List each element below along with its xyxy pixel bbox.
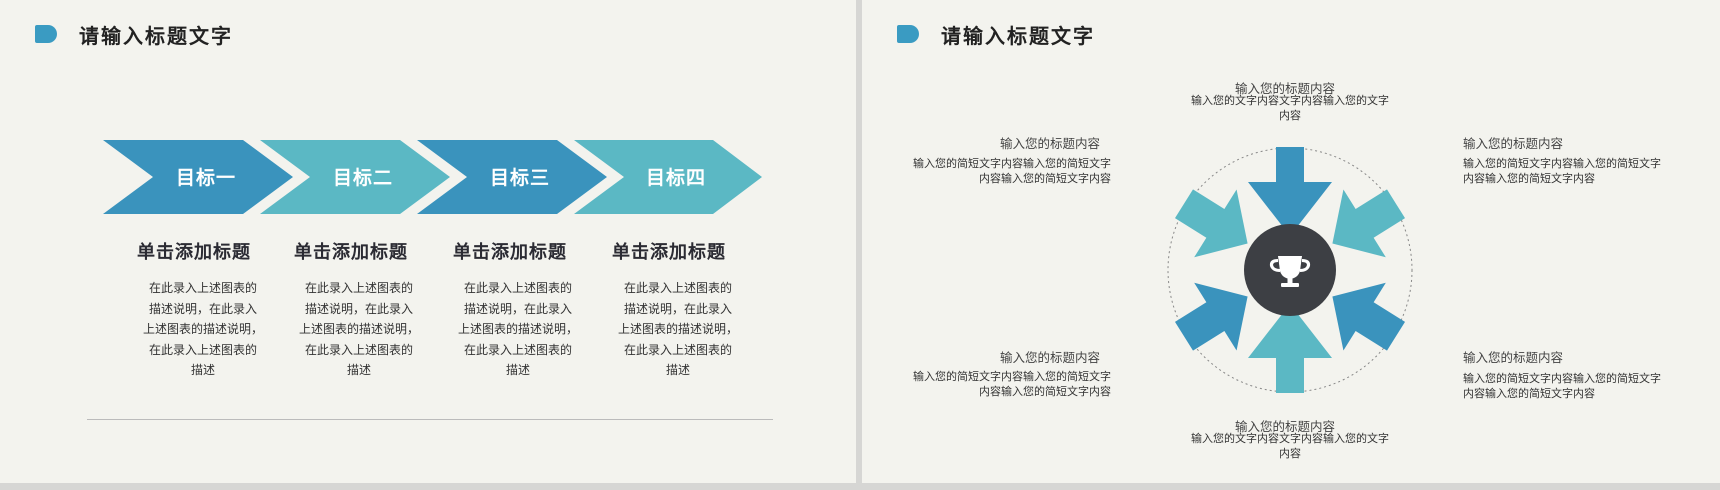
arrow-upper-left[interactable]	[1163, 170, 1269, 278]
text-line: 描述	[190, 363, 215, 377]
text-line: 在此录入上述图表的	[623, 342, 732, 357]
arrow-bottom[interactable]	[1248, 304, 1332, 393]
column-heading[interactable]: 单击添加标题	[137, 242, 251, 262]
text-line: 上述图表的描述说明，	[142, 322, 263, 336]
text-line: 描述说明，在此录入	[623, 301, 732, 316]
text-line: 描述说明，在此录入	[148, 301, 257, 316]
left-bottom-item-title[interactable]: 输入您的标题内容	[1000, 351, 1101, 365]
right-bottom-item-title[interactable]: 输入您的标题内容	[1463, 351, 1564, 365]
top-item-body[interactable]: 输入您的文字内容文字内容输入您的文字 内容	[1180, 94, 1400, 123]
left-bottom-item-body[interactable]: 输入您的简短文字内容输入您的简短文字 内容输入您的简短文字内容	[891, 370, 1111, 399]
text-line: 输入您的文字内容文字内容输入您的文字	[1191, 95, 1389, 107]
right-top-item-body[interactable]: 输入您的简短文字内容输入您的简短文字 内容输入您的简短文字内容	[1463, 157, 1683, 186]
text-line: 内容输入您的简短文字内容	[1463, 172, 1595, 185]
step-label: 目标三	[489, 168, 550, 189]
column-description[interactable]: 在此录入上述图表的 描述说明，在此录入 上述图表的描述说明， 在此录入上述图表的…	[289, 278, 429, 381]
slide-right: 请输入标题文字 输入您的标题内容 输入您的文字内容文字内容输入您的文字 内容 输…	[862, 0, 1720, 483]
text-line: 在此录入上述图表的	[623, 281, 732, 295]
step-label: 目标一	[175, 168, 236, 189]
text-line: 描述	[665, 363, 690, 377]
text-line: 描述说明，在此录入	[304, 301, 413, 316]
arrow-lower-right[interactable]	[1311, 263, 1417, 371]
top-item-title[interactable]: 输入您的标题内容	[1235, 82, 1336, 96]
chevron-step-1[interactable]	[103, 140, 293, 214]
text-line: 内容输入您的简短文字内容	[979, 172, 1111, 185]
logo-mark	[35, 25, 57, 43]
text-line: 在此录入上述图表的	[304, 281, 413, 295]
text-line: 在此录入上述图表的	[463, 281, 572, 295]
text-line: 内容输入您的简短文字内容	[979, 385, 1111, 398]
text-line: 描述	[346, 363, 371, 377]
bottom-item-title[interactable]: 输入您的标题内容	[1235, 420, 1336, 434]
column-description[interactable]: 在此录入上述图表的 描述说明，在此录入 上述图表的描述说明， 在此录入上述图表的…	[448, 278, 588, 381]
left-top-item-body[interactable]: 输入您的简短文字内容输入您的简短文字 内容输入您的简短文字内容	[891, 157, 1111, 186]
text-line: 输入您的简短文字内容输入您的简短文字	[1463, 373, 1661, 385]
text-line: 在此录入上述图表的	[304, 342, 413, 357]
trophy-icon	[1269, 256, 1311, 287]
arrow-upper-right[interactable]	[1311, 170, 1417, 278]
text-line: 内容输入您的简短文字内容	[1463, 387, 1595, 400]
right-bottom-item-body[interactable]: 输入您的简短文字内容输入您的简短文字 内容输入您的简短文字内容	[1463, 372, 1683, 401]
divider-line	[87, 419, 773, 420]
step-label: 目标二	[332, 168, 393, 189]
text-line: 上述图表的描述说明，	[457, 322, 578, 336]
chevron-step-2[interactable]	[260, 140, 450, 214]
text-line: 上述图表的描述说明，	[617, 322, 738, 336]
text-line: 在此录入上述图表的	[463, 342, 572, 357]
right-top-item-title[interactable]: 输入您的标题内容	[1463, 137, 1564, 151]
text-line: 内容	[1279, 109, 1301, 122]
slide-title[interactable]: 请输入标题文字	[941, 26, 1095, 48]
text-line: 内容	[1279, 447, 1301, 460]
chevron-step-3[interactable]	[417, 140, 607, 214]
text-line: 上述图表的描述说明，	[298, 322, 419, 336]
bottom-item-body[interactable]: 输入您的文字内容文字内容输入您的文字 内容	[1180, 432, 1400, 461]
chevron-process	[103, 140, 762, 214]
column-description[interactable]: 在此录入上述图表的 描述说明，在此录入 上述图表的描述说明， 在此录入上述图表的…	[608, 278, 748, 381]
logo-mark	[897, 25, 919, 43]
convergence-diagram	[1163, 147, 1417, 393]
slide-left: 请输入标题文字 目标一 目标二 目标三 目标四 单击添加标题 单击添加标题 单击…	[0, 0, 856, 483]
text-line: 描述说明，在此录入	[463, 301, 572, 316]
text-line: 输入您的文字内容文字内容输入您的文字	[1191, 433, 1389, 445]
chevron-step-4[interactable]	[574, 140, 762, 214]
text-line: 描述	[505, 363, 530, 377]
arrow-lower-left[interactable]	[1163, 263, 1269, 371]
left-top-item-title[interactable]: 输入您的标题内容	[1000, 137, 1101, 151]
column-heading[interactable]: 单击添加标题	[612, 242, 726, 262]
arrow-top[interactable]	[1248, 147, 1332, 236]
column-heading[interactable]: 单击添加标题	[294, 242, 408, 262]
column-heading[interactable]: 单击添加标题	[453, 242, 567, 262]
slide-title[interactable]: 请输入标题文字	[79, 26, 233, 48]
text-line: 在此录入上述图表的	[148, 281, 257, 295]
step-label: 目标四	[645, 168, 706, 189]
text-line: 输入您的简短文字内容输入您的简短文字	[913, 371, 1111, 383]
text-line: 输入您的简短文字内容输入您的简短文字	[913, 158, 1111, 170]
text-line: 在此录入上述图表的	[148, 342, 257, 357]
text-line: 输入您的简短文字内容输入您的简短文字	[1463, 158, 1661, 170]
column-description[interactable]: 在此录入上述图表的 描述说明，在此录入 上述图表的描述说明， 在此录入上述图表的…	[133, 278, 273, 381]
